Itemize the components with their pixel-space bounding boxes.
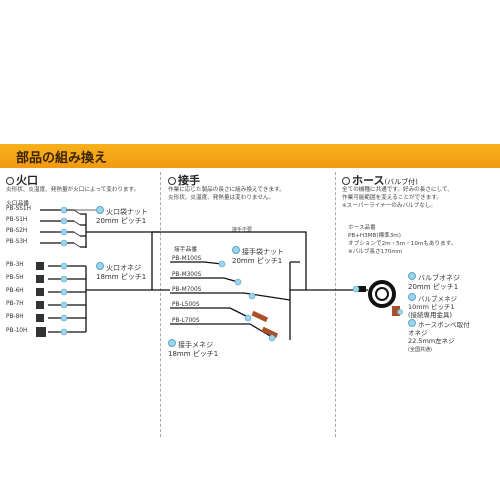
callout-dot-icon xyxy=(232,246,240,254)
bypass-line xyxy=(152,231,356,291)
section-divider-1 xyxy=(160,172,161,437)
callout-dot-icon xyxy=(408,293,416,301)
hose-valve-female-callout: バルブメネジ 10mm ピッチ1 (接続専用金具) xyxy=(408,293,457,319)
callout-dot-icon xyxy=(408,272,416,280)
burner-item: PB-6H xyxy=(6,288,24,294)
burner-male-callout: 火口オネジ 18mm ピッチ1 xyxy=(96,262,147,281)
burner-item: PB-SS1H xyxy=(6,206,31,212)
header-banner xyxy=(0,144,500,168)
burner-item: PB-7H xyxy=(6,301,24,307)
callout-dot-icon xyxy=(168,339,176,347)
callout-dot-icon xyxy=(408,319,416,327)
hose-valve-callout: バルブオネジ 20mm ピッチ1 xyxy=(408,272,460,291)
hose-section-title: ホース(バルブ付) xyxy=(342,172,418,188)
joint-section-title: 接手 xyxy=(168,172,200,188)
callout-dot-icon xyxy=(96,262,104,270)
section-divider-2 xyxy=(335,172,336,437)
burner-nut-callout: 火口袋ナット 20mm ピッチ1 xyxy=(96,206,148,225)
burner-item: PB-8H xyxy=(6,314,24,320)
joint-nut-callout: 接手袋ナット 20mm ピッチ1 xyxy=(232,246,284,265)
hose-cylinder-callout: ホースボンベ取付 オネジ 22.5mm左ネジ (全国共通) xyxy=(408,319,470,353)
circle-icon xyxy=(342,177,350,185)
burner-item: PB-3H xyxy=(6,262,24,268)
joint-item: PB-L500S xyxy=(172,302,200,308)
joint-item: PB-M100S xyxy=(172,256,202,262)
burner-lower-group xyxy=(36,262,87,337)
burner-item: PB-10H xyxy=(6,328,28,334)
hose-spec: ホース品番 PB+H3MB(標準3m) オプションで2m・5m・10mもあります… xyxy=(348,225,457,255)
callout-dot-icon xyxy=(96,206,104,214)
joint-not-needed-label: 接手不要 xyxy=(232,227,253,233)
hose-drawing xyxy=(352,280,403,316)
burner-item: PB-5H xyxy=(6,275,24,281)
joint-item: PB-L700S xyxy=(172,318,200,324)
burner-item: PB-S3H xyxy=(6,239,28,245)
burner-section-title: 火口 xyxy=(6,172,38,188)
burner-list-label: 火口品番 xyxy=(6,201,30,207)
circle-icon xyxy=(6,177,14,185)
joint-male-callout: 接手メネジ 18mm ピッチ1 xyxy=(168,339,219,358)
circle-icon xyxy=(168,177,176,185)
page-title: 部品の組み換え xyxy=(16,151,108,166)
joint-list-label: 接手品番 xyxy=(174,247,198,253)
burner-item: PB-S1H xyxy=(6,217,28,223)
joint-pipes xyxy=(170,260,306,342)
burner-item: PB-S2H xyxy=(6,228,28,234)
joint-item: PB-M300S xyxy=(172,272,202,278)
joint-note: 作業に応じた製品の長さに組み換えできます。炎形状、炎温度、発熱量は変わりません。 xyxy=(168,187,285,201)
hose-note: 全ての機種に共通です。好みの長さにして、作業可能範囲を変えることができます。※ス… xyxy=(342,187,453,209)
burner-note: 炎形状、炎温度、発熱量が火口によって変わります。 xyxy=(6,187,140,193)
burner-upper-group xyxy=(40,206,96,248)
joint-item: PB-M700S xyxy=(172,287,202,293)
burner-to-joint-line xyxy=(86,231,170,291)
